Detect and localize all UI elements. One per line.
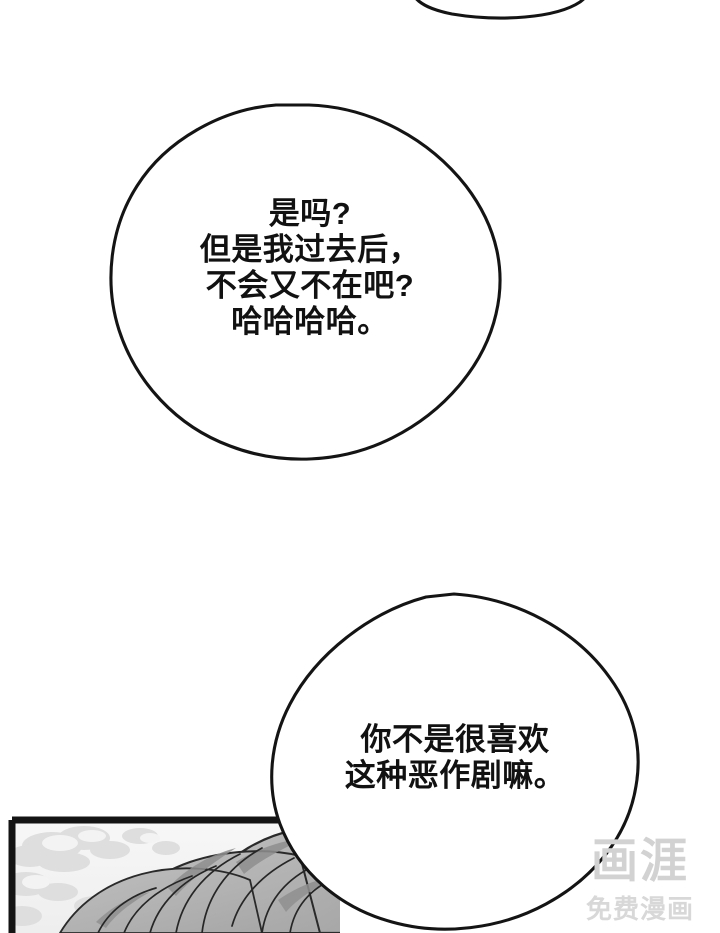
cloud-highlights [22,830,160,889]
bubble-1-line-3: 不会又不在吧? [205,267,415,303]
bubble-1-line-2: 但是我过去后， [199,231,421,267]
bubble-2-line-1: 你不是很喜欢 [360,722,550,757]
bubble-1-line-1: 是吗? [268,196,352,231]
bubble-top-partial-outline [415,0,585,20]
bubble-2-line-2: 这种恶作剧嘛。 [344,757,566,793]
bubble-2-text: 你不是很喜欢 这种恶作剧嘛。 [285,722,625,794]
bubble-1-outline [109,103,502,461]
bubble-1-line-4: 哈哈哈哈。 [231,303,389,339]
bubble-1-text: 是吗? 但是我过去后， 不会又不在吧? 哈哈哈哈。 [120,196,500,340]
bubble-2-outline [270,592,640,931]
